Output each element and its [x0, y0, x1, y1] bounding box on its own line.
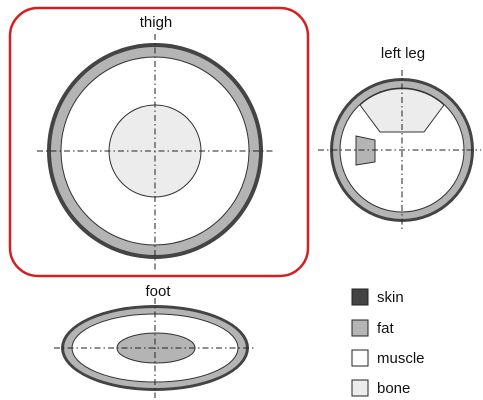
legend-swatch-skin — [352, 289, 368, 305]
legend-swatch-muscle — [352, 350, 368, 366]
legend-label-bone: bone — [377, 380, 410, 397]
legend-label-fat: fat — [377, 320, 395, 337]
thigh-label: thigh — [140, 14, 173, 31]
legend-item-muscle: muscle — [352, 350, 425, 367]
left-leg-label: left leg — [381, 45, 425, 62]
legend-item-skin: skin — [352, 289, 404, 306]
legend-swatch-fat — [352, 320, 368, 336]
foot-diagram: foot — [54, 283, 256, 398]
left-leg-diagram: left leg — [318, 45, 481, 230]
legend-item-bone: bone — [352, 380, 410, 397]
legend-label-muscle: muscle — [377, 350, 425, 367]
legend-item-fat: fat — [352, 320, 395, 337]
legend-swatch-bone — [352, 380, 368, 396]
foot-label: foot — [145, 283, 171, 300]
thigh-diagram: thigh — [10, 8, 308, 276]
legend-label-skin: skin — [377, 289, 404, 306]
foot-bone — [117, 333, 195, 363]
legend: skin fat muscle bone — [352, 289, 425, 397]
